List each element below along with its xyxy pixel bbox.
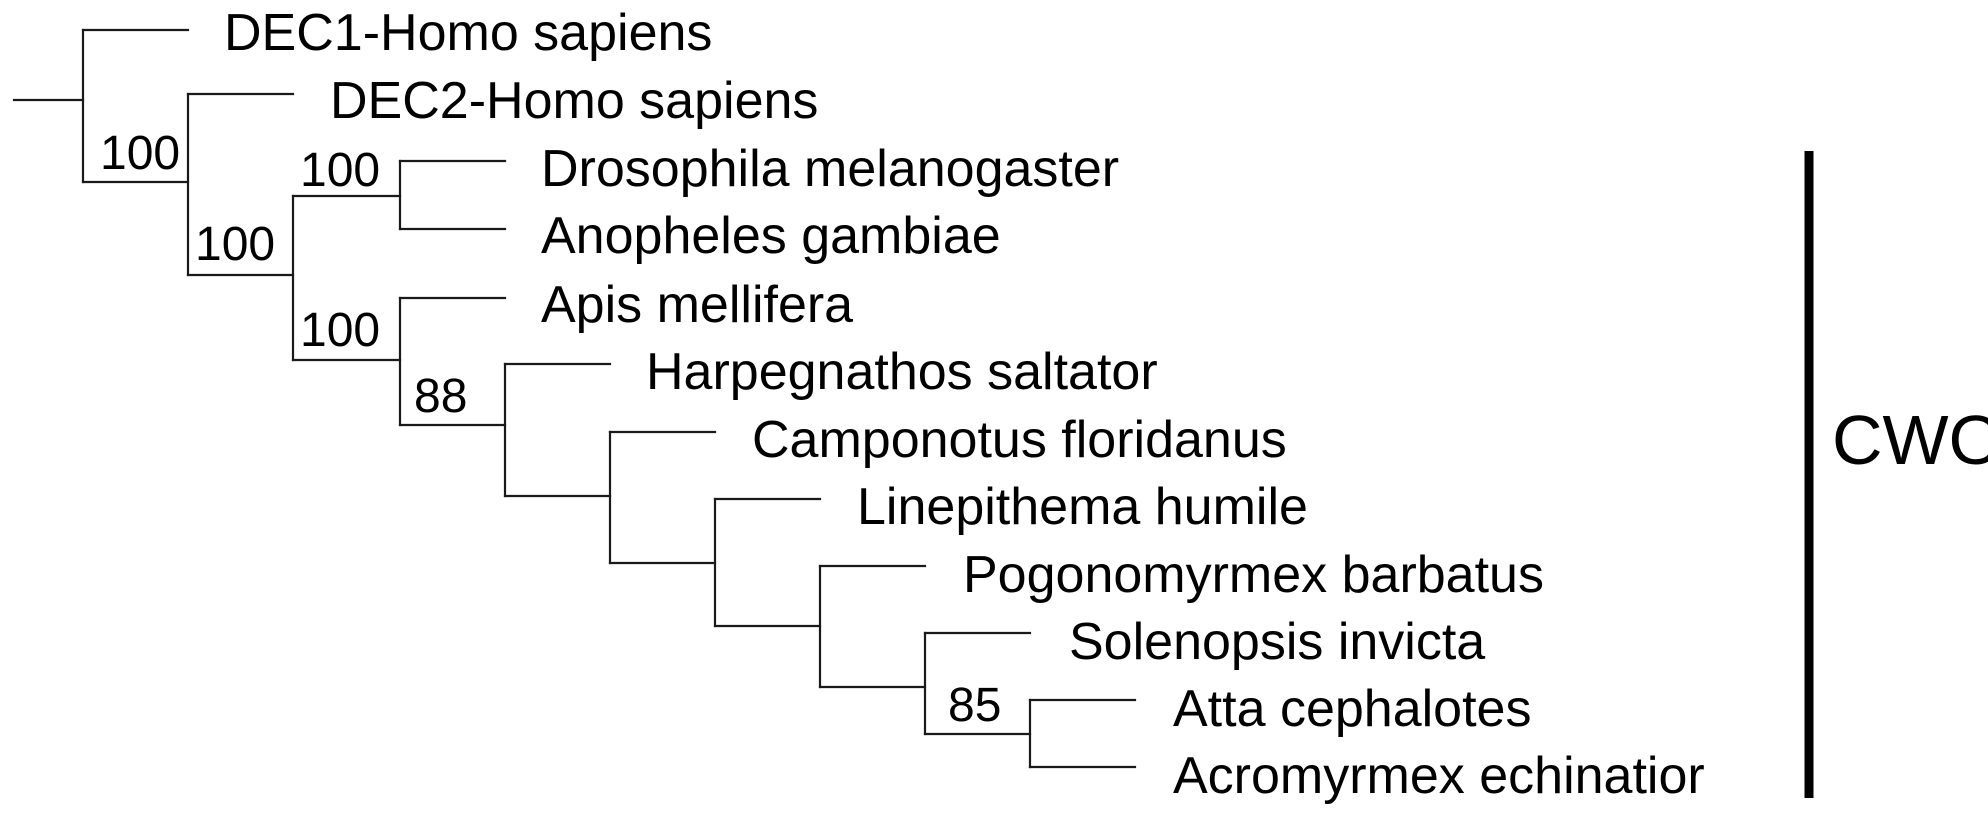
support-value-hymenoptera: 100 (300, 304, 380, 357)
taxon-label-apis: Apis mellifera (541, 276, 853, 334)
support-value-insects: 100 (195, 218, 275, 271)
support-value-attini: 85 (948, 679, 1001, 732)
taxon-label-linepithema: Linepithema humile (857, 478, 1308, 536)
cwo-group-label: CWO (1832, 401, 1988, 479)
taxon-label-solenopsis: Solenopsis invicta (1069, 613, 1485, 671)
taxon-label-camponotus: Camponotus floridanus (752, 411, 1287, 469)
support-value-diptera: 100 (300, 144, 380, 197)
support-value-root: 100 (100, 127, 180, 180)
support-value-ants: 88 (414, 370, 467, 423)
taxon-label-drosophila: Drosophila melanogaster (541, 140, 1119, 198)
taxon-label-dec2: DEC2-Homo sapiens (330, 72, 818, 130)
taxon-label-anopheles: Anopheles gambiae (541, 207, 1001, 265)
taxon-label-pogonomyrmex: Pogonomyrmex barbatus (963, 546, 1544, 604)
taxon-label-dec1: DEC1-Homo sapiens (224, 4, 712, 62)
taxon-label-atta: Atta cephalotes (1173, 680, 1531, 738)
taxon-label-acromyrmex: Acromyrmex echinatior (1173, 747, 1705, 805)
taxon-label-harpegnathos: Harpegnathos saltator (646, 343, 1158, 401)
